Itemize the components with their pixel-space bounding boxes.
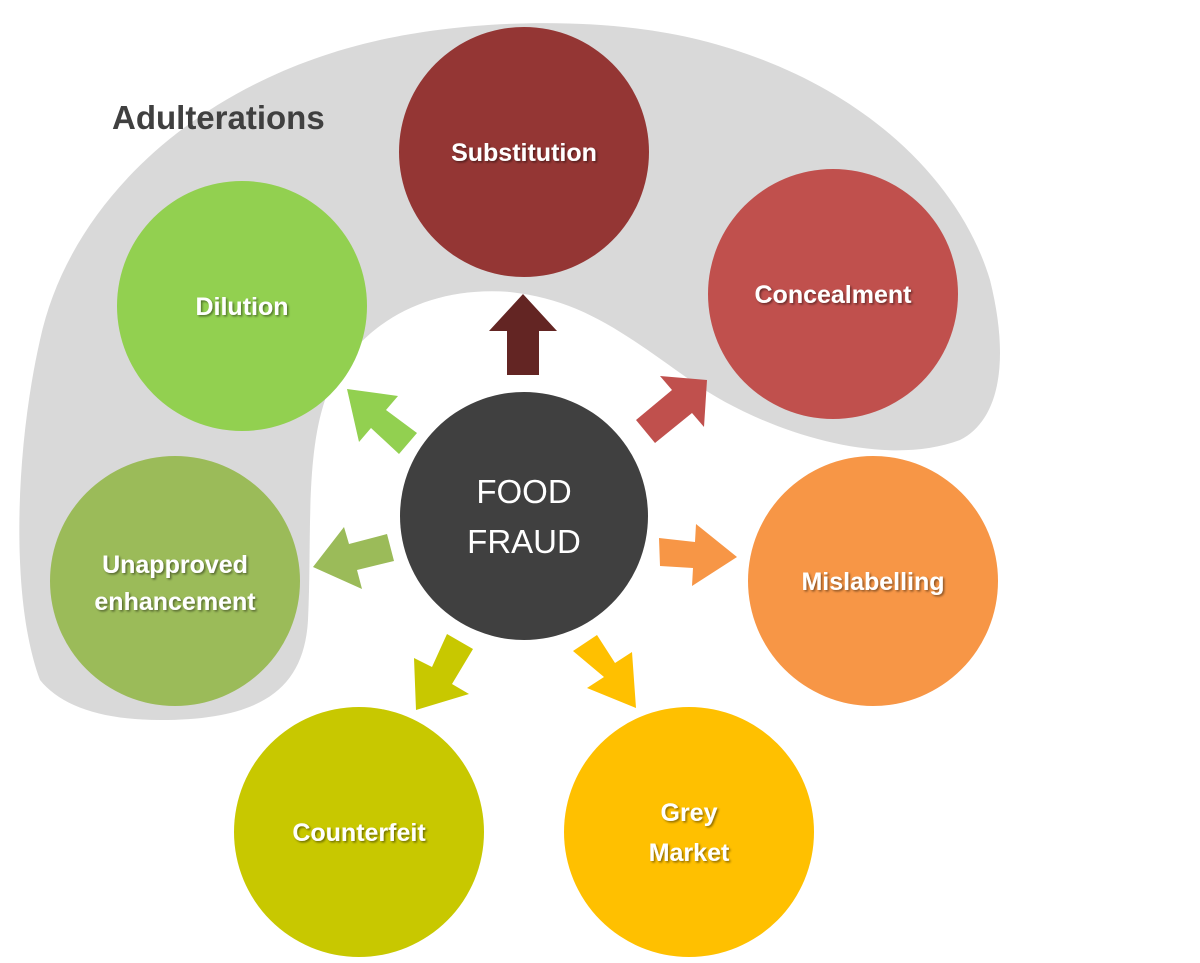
node-substitution: Substitution [399, 27, 649, 277]
food-fraud-center: FOOD FRAUD [400, 392, 648, 640]
concealment-arrow [636, 376, 707, 443]
dilution-arrow [347, 389, 417, 454]
node-concealment: Concealment [708, 169, 958, 419]
substitution-circle [399, 27, 649, 277]
concealment-circle [708, 169, 958, 419]
substitution-arrow [489, 294, 557, 375]
unapproved-enhancement-arrow [313, 527, 394, 589]
food-fraud-label-line-2: FRAUD [467, 523, 581, 560]
node-mislabelling: Mislabelling [748, 456, 998, 706]
unapproved-enhancement-circle [50, 456, 300, 706]
node-grey-market: Grey Market [564, 707, 814, 957]
food-fraud-circle [400, 392, 648, 640]
counterfeit-label: Counterfeit [292, 819, 426, 847]
arrows-layer [313, 294, 737, 710]
grey-market-label-line-2: Market [649, 839, 730, 867]
grey-market-label-line-1: Grey [661, 799, 718, 827]
concealment-label: Concealment [755, 281, 913, 309]
counterfeit-circle [234, 707, 484, 957]
mislabelling-arrow [659, 524, 737, 586]
unapproved-enhancement-label-line-1: Unapproved [102, 551, 248, 579]
mislabelling-label: Mislabelling [801, 568, 944, 596]
grey-market-arrow [573, 635, 636, 708]
food-fraud-label-line-1: FOOD [476, 473, 571, 510]
unapproved-enhancement-label-line-2: enhancement [94, 588, 256, 616]
adulterations-label: Adulterations [112, 99, 325, 136]
substitution-label: Substitution [451, 139, 597, 167]
mislabelling-circle [748, 456, 998, 706]
node-dilution: Dilution [117, 181, 367, 431]
node-counterfeit: Counterfeit [234, 707, 484, 957]
grey-market-circle [564, 707, 814, 957]
counterfeit-arrow [414, 634, 473, 710]
dilution-label: Dilution [195, 293, 288, 321]
dilution-circle [117, 181, 367, 431]
node-unapproved-enhancement: Unapproved enhancement [50, 456, 300, 706]
